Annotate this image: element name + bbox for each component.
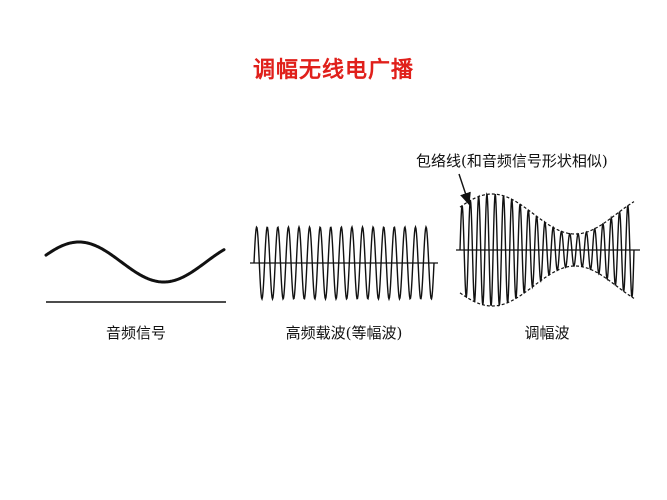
am-envelope-bottom — [459, 265, 635, 307]
am-envelope-top — [459, 193, 635, 235]
slide-title: 调幅无线电广播 — [252, 58, 414, 83]
audio-signal-label: 音频信号 — [106, 324, 166, 342]
audio-signal-wave — [44, 240, 226, 284]
envelope-annotation-arrow — [458, 173, 471, 206]
am-wave-panel: 调幅波 — [456, 192, 640, 342]
envelope-annotation-text: 包络线(和音频信号形状相似) — [416, 152, 608, 170]
am-wave-label: 调幅波 — [524, 324, 569, 342]
carrier-panel: 高频载波(等幅波) — [250, 224, 438, 342]
carrier-label: 高频载波(等幅波) — [286, 324, 403, 342]
audio-signal-panel: 音频信号 — [44, 240, 226, 342]
envelope-annotation: 包络线(和音频信号形状相似) — [416, 152, 608, 206]
